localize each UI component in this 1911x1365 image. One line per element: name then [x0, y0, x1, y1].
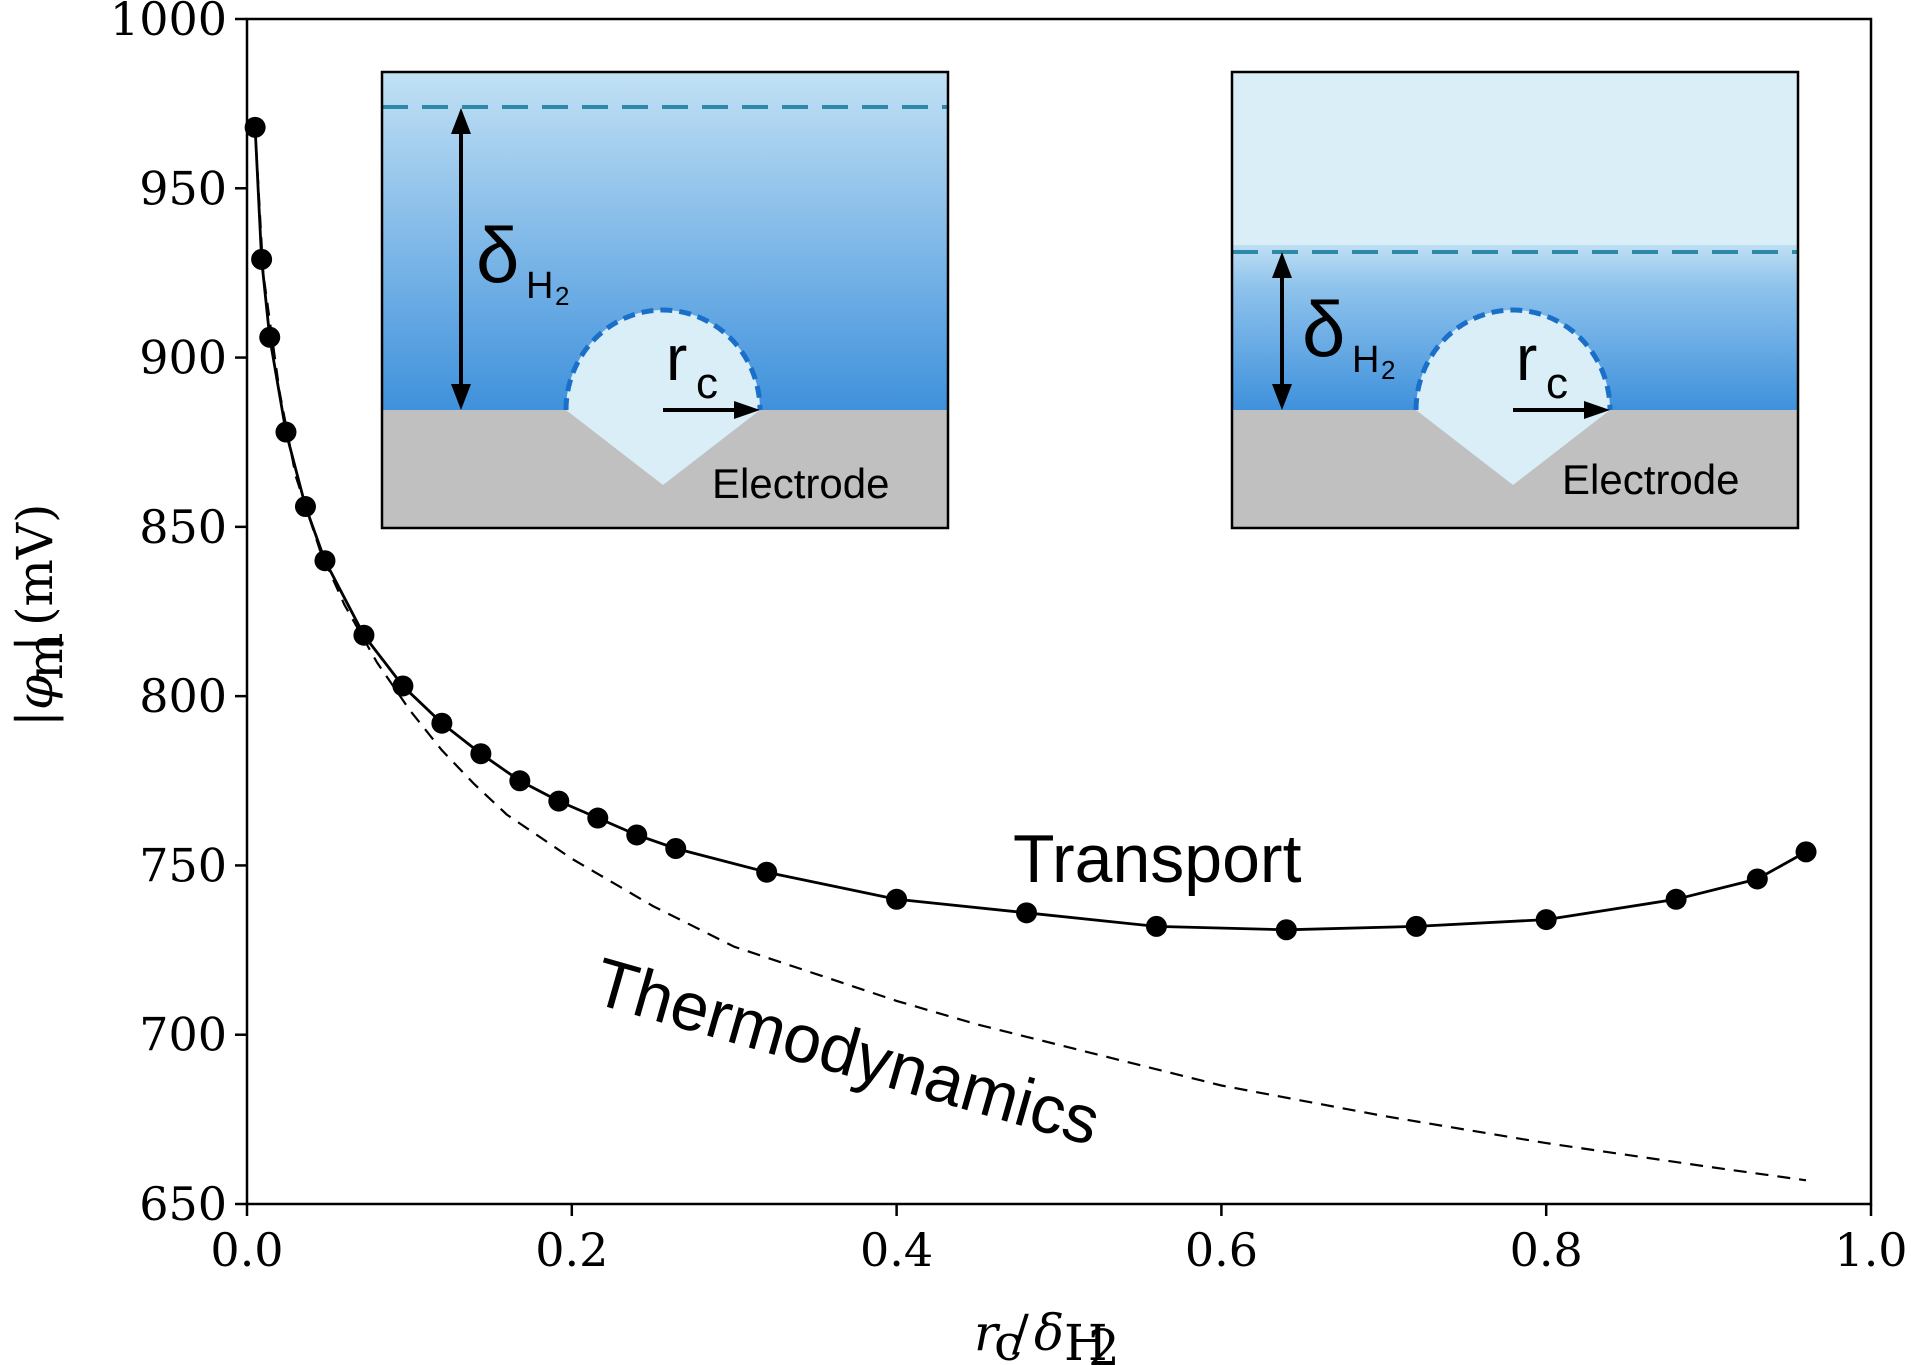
transport-series	[244, 116, 1817, 941]
transport-point	[587, 807, 609, 829]
delta-symbol: δ	[1302, 285, 1345, 373]
thermodynamics-annotation: Thermodynamics	[586, 943, 1108, 1160]
radius-label: r	[1516, 322, 1537, 394]
delta-subscript-h: H	[1352, 339, 1379, 381]
delta-arrow-head-up	[1272, 252, 1292, 278]
bubble-outline	[1413, 307, 1613, 411]
axis-ticks: 0.0 0.2 0.4 0.6 0.8 1.0 650 700 750 800 850 900 950 1…	[110, 0, 1908, 1277]
transport-point	[1016, 902, 1038, 924]
radius-subscript: c	[1546, 359, 1568, 408]
delta-subscript-2: 2	[555, 281, 569, 311]
transport-point	[1795, 841, 1817, 863]
delta-arrow-head-down	[1272, 384, 1292, 410]
y-axis-label: | φ m | (mV)	[6, 503, 74, 727]
transport-point	[1535, 909, 1557, 931]
transport-point	[886, 888, 908, 910]
y-tick-label: 750	[139, 838, 227, 892]
delta-symbol: δ	[476, 211, 519, 299]
transport-point	[294, 496, 316, 518]
y-tick-label: 700	[139, 1008, 227, 1062]
transport-point	[1746, 868, 1768, 890]
y-tick-label: 650	[139, 1177, 227, 1231]
transport-point	[548, 790, 570, 812]
x-tick-label: 0.2	[535, 1223, 608, 1277]
x-tick-label: 0.4	[860, 1223, 933, 1277]
delta-arrow-head-up	[451, 108, 471, 134]
x-axis-label: r c / δ H 2	[974, 1304, 1120, 1365]
radius-label: r	[666, 322, 687, 394]
inset-left-diagram: δ H 2 r c Electrode	[380, 70, 950, 530]
transport-point	[756, 861, 778, 883]
pit	[566, 410, 760, 485]
bubble	[1416, 310, 1610, 410]
y-tick-label: 800	[139, 669, 227, 723]
radius-arrow-head	[1584, 401, 1610, 419]
y-tick-label: 1000	[110, 0, 227, 46]
transport-annotation: Transport	[1013, 821, 1302, 897]
transport-point	[244, 116, 266, 138]
x-axis-label-sub-h: H	[1064, 1314, 1108, 1365]
inset-right-diagram: δ H 2 r c Electrode	[1230, 70, 1800, 530]
transport-point	[626, 824, 648, 846]
radius-subscript: c	[696, 359, 718, 408]
transport-point	[314, 550, 336, 572]
transport-point	[275, 421, 297, 443]
x-axis-label-slash: /	[1012, 1304, 1029, 1362]
y-axis-label-phi: φ	[6, 675, 64, 710]
transport-point	[353, 624, 375, 646]
x-tick-label: 0.8	[1510, 1223, 1583, 1277]
transport-point	[1145, 915, 1167, 937]
transport-point	[509, 770, 531, 792]
x-axis-label-sub-c: c	[994, 1314, 1022, 1365]
delta-arrow-head-down	[451, 384, 471, 410]
transport-point	[259, 326, 281, 348]
transport-point	[1405, 915, 1427, 937]
delta-subscript-2: 2	[1381, 355, 1395, 385]
transport-point	[470, 743, 492, 765]
x-tick-label: 0.0	[210, 1223, 283, 1277]
x-tick-label: 0.6	[1185, 1223, 1258, 1277]
x-axis-label-sub-2: 2	[1088, 1319, 1120, 1365]
y-tick-label: 900	[139, 331, 227, 385]
transport-point	[665, 838, 687, 859]
y-tick-label: 950	[139, 161, 227, 215]
transport-point	[431, 712, 453, 734]
transport-point	[1275, 919, 1297, 941]
bubble-outline	[563, 307, 763, 411]
electrode-label: Electrode	[1562, 456, 1739, 503]
transport-point	[251, 248, 273, 270]
transport-point	[392, 675, 414, 697]
delta-subscript-h: H	[526, 265, 553, 307]
inset-frame	[1230, 70, 1800, 530]
y-axis-label-bar-left: |	[6, 710, 64, 727]
y-axis-label-sub-m: m	[16, 633, 74, 680]
x-axis-label-r: r	[974, 1304, 1001, 1362]
inset-frame	[380, 70, 950, 530]
pit	[1416, 410, 1610, 485]
y-tick-label: 850	[139, 500, 227, 554]
y-axis-label-unit: (mV)	[6, 503, 64, 626]
radius-arrow-head	[734, 401, 760, 419]
x-tick-label: 1.0	[1834, 1223, 1907, 1277]
electrode-label: Electrode	[712, 460, 889, 507]
x-axis-label-delta: δ	[1034, 1304, 1064, 1362]
transport-point	[1665, 888, 1687, 910]
plot-frame	[245, 17, 1873, 1206]
y-axis-label-bar-right: |	[6, 635, 64, 652]
bubble	[566, 310, 760, 410]
